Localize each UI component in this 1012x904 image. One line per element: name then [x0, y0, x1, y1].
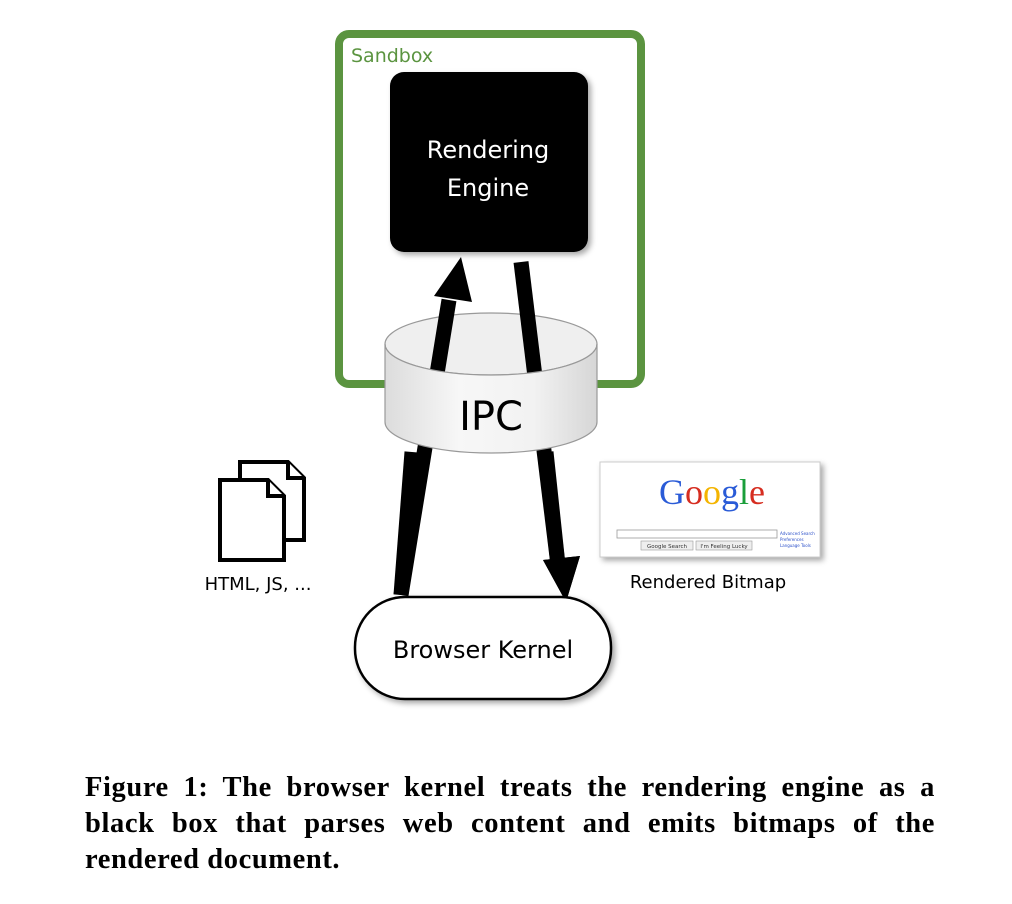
bitmap-search-box [616, 529, 778, 539]
bitmap-link-language: Language Tools [780, 543, 811, 548]
documents-label: HTML, JS, ... [205, 574, 312, 595]
bitmap-link-preferences: Preferences [780, 537, 804, 542]
documents-icon [218, 460, 306, 562]
rendering-engine-box [390, 72, 588, 252]
rendered-bitmap-thumbnail: Google Google Search I'm Feeling Lucky A… [599, 461, 821, 558]
arrow-to-kernel-head [543, 556, 580, 602]
ipc-label: IPC [459, 394, 523, 440]
bitmap-button-lucky: I'm Feeling Lucky [700, 544, 748, 550]
google-logo: Google [659, 472, 765, 512]
sandbox-label: Sandbox [351, 45, 433, 67]
browser-kernel-label: Browser Kernel [393, 636, 573, 664]
bitmap-link-advanced: Advanced Search [780, 531, 815, 536]
bitmap-button-search: Google Search [647, 544, 688, 550]
bitmap-label: Rendered Bitmap [630, 572, 786, 593]
arrow-to-kernel-lower [538, 451, 566, 566]
arrow-to-engine-lower [393, 451, 420, 596]
rendering-engine-label-line2: Engine [447, 174, 529, 202]
rendering-engine-label-line1: Rendering [427, 136, 550, 164]
figure-caption: Figure 1: The browser kernel treats the … [85, 772, 935, 875]
ipc-cylinder-body [384, 343, 598, 454]
browser-kernel-box [353, 595, 613, 701]
